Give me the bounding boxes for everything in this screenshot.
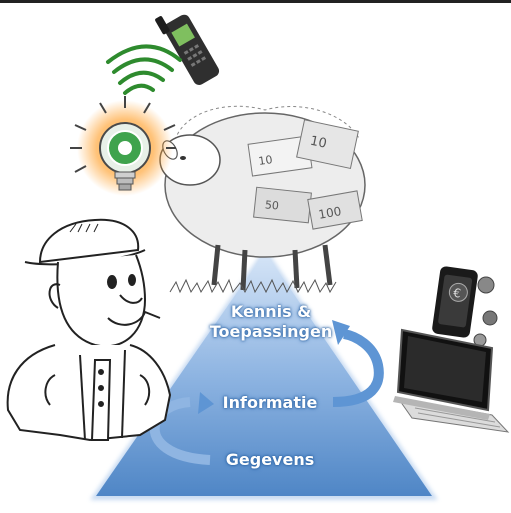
svg-text:50: 50 <box>264 198 279 212</box>
euro-banknote-icon: 10 10 50 100 <box>247 119 363 230</box>
svg-text:100: 100 <box>317 204 342 222</box>
arrow-head-kennis-icon <box>332 320 350 345</box>
svg-text:€: € <box>452 286 462 301</box>
farmer-icon <box>6 218 172 442</box>
pyramid-level-gegevens-label: Gegevens <box>225 450 315 469</box>
handheld-scanner-icon <box>155 14 220 85</box>
arrow-head-informatie-icon <box>198 392 214 414</box>
kennis-line2: Toepassingen <box>209 322 333 341</box>
kennis-line1: Kennis & <box>230 302 312 321</box>
pyramid-level-kennis-label: Kennis & Toepassingen <box>206 302 336 342</box>
signal-waves-icon <box>106 44 182 95</box>
smartphone-icon: € <box>432 266 498 347</box>
svg-text:10: 10 <box>258 153 274 168</box>
pyramid-level-informatie-label: Informatie <box>222 393 318 412</box>
tablet-keyboard-icon <box>393 328 510 433</box>
knowledge-pyramid <box>90 248 438 500</box>
lightbulb-icon <box>70 96 176 196</box>
top-border <box>0 0 511 3</box>
svg-text:10: 10 <box>309 134 328 152</box>
